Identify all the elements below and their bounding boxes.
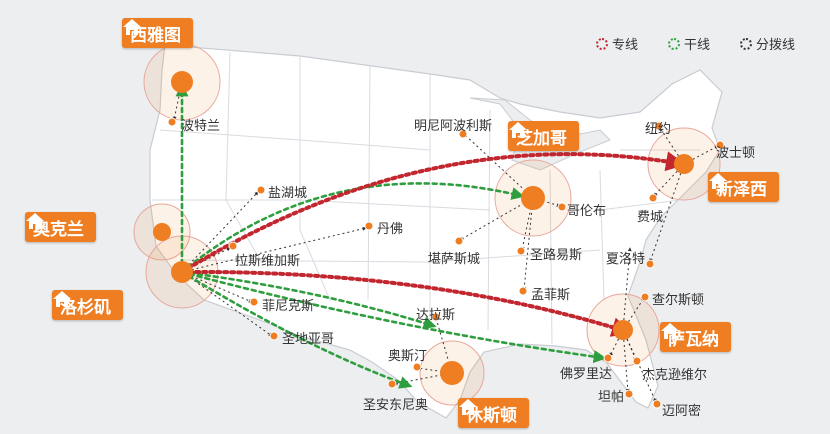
city-label-stlouis: 圣路易斯 bbox=[530, 248, 583, 263]
city-label-memphis: 孟菲斯 bbox=[531, 288, 571, 303]
hub-name: 洛杉矶 bbox=[60, 297, 111, 318]
columbus-dot bbox=[557, 202, 567, 212]
home-icon bbox=[123, 19, 141, 35]
city-label-minneapolis: 明尼阿波利斯 bbox=[414, 119, 493, 134]
hub-label-la: 洛杉矶 bbox=[52, 290, 123, 320]
legend-trunk-label: 干线 bbox=[684, 38, 711, 53]
jacksonville-dot bbox=[632, 356, 642, 366]
hub-label-oakland: 奥克兰 bbox=[25, 212, 96, 242]
florida-dot bbox=[603, 353, 613, 363]
seattle-dot bbox=[171, 71, 193, 93]
city-label-newyork: 纽约 bbox=[645, 122, 672, 137]
home-icon bbox=[459, 399, 477, 415]
hub-name: 休斯顿 bbox=[466, 405, 517, 426]
newjersey-dot bbox=[674, 154, 694, 174]
phoenix-dot bbox=[249, 297, 259, 307]
city-label-dallas: 达拉斯 bbox=[416, 308, 456, 323]
minneapolis-dot bbox=[458, 129, 468, 139]
hub-dots bbox=[153, 71, 694, 385]
sandiego-dot bbox=[269, 331, 279, 341]
hub-label-newjersey: 新泽西 bbox=[708, 172, 779, 202]
hub-label-chicago: 芝加哥 bbox=[508, 121, 579, 151]
home-icon bbox=[709, 173, 727, 189]
main-lines bbox=[180, 151, 686, 337]
oakland-dot bbox=[153, 223, 171, 241]
state-borders bbox=[152, 51, 700, 345]
home-icon bbox=[509, 122, 527, 138]
hub-name: 奥克兰 bbox=[33, 219, 84, 240]
boston-dot bbox=[715, 140, 725, 150]
hub-name: 萨瓦纳 bbox=[668, 329, 719, 350]
hub-name: 西雅图 bbox=[130, 25, 181, 46]
austin-dot bbox=[412, 362, 422, 372]
denver-dot bbox=[364, 221, 374, 231]
charlotte-dot bbox=[645, 259, 655, 269]
tampa-dot bbox=[624, 389, 634, 399]
trunk-lines bbox=[175, 83, 607, 389]
chicago-dot bbox=[521, 186, 545, 210]
legend-branch-label: 分拨线 bbox=[756, 38, 796, 53]
city-label-charlotte: 夏洛特 bbox=[606, 252, 646, 267]
saltlake-dot bbox=[256, 185, 266, 195]
city-label-florida: 佛罗里达 bbox=[560, 367, 613, 382]
hub-name: 新泽西 bbox=[716, 179, 767, 200]
city-label-philadelphia: 费城 bbox=[637, 210, 664, 225]
city-label-columbus: 哥伦布 bbox=[567, 204, 607, 219]
miami-dot bbox=[652, 399, 662, 409]
charleston-dot bbox=[640, 292, 650, 302]
city-label-denver: 丹佛 bbox=[377, 222, 404, 237]
legend-branch: 分拨线 bbox=[740, 34, 795, 53]
newyork-dot bbox=[654, 121, 664, 131]
legend-trunk-swatch bbox=[668, 37, 680, 50]
houston-dot bbox=[440, 361, 464, 385]
legend-trunk: 干线 bbox=[668, 34, 710, 53]
city-label-boston: 波士顿 bbox=[716, 146, 756, 161]
city-label-saltlake: 盐湖城 bbox=[268, 186, 308, 201]
philadelphia-dot bbox=[648, 193, 658, 203]
sanantonio-dot bbox=[387, 379, 397, 389]
city-label-sanantonio: 圣安东尼奥 bbox=[363, 398, 429, 413]
memphis-dot bbox=[518, 286, 528, 296]
city-label-lasvegas: 拉斯维加斯 bbox=[235, 254, 301, 269]
la-dot bbox=[171, 261, 193, 283]
hub-label-savannah: 萨瓦纳 bbox=[660, 322, 731, 352]
city-label-kansascity: 堪萨斯城 bbox=[428, 252, 481, 267]
legend-main: 专线 bbox=[596, 34, 638, 53]
city-label-sandiego: 圣地亚哥 bbox=[282, 332, 335, 347]
home-icon bbox=[53, 291, 71, 307]
home-icon bbox=[26, 213, 44, 229]
city-label-jacksonville: 杰克逊维尔 bbox=[642, 368, 708, 383]
hub-label-houston: 休斯顿 bbox=[458, 398, 529, 428]
hub-name: 芝加哥 bbox=[516, 128, 567, 149]
city-label-miami: 迈阿密 bbox=[662, 404, 702, 419]
city-label-tampa: 坦帕 bbox=[598, 390, 625, 405]
hub-label-seattle: 西雅图 bbox=[122, 18, 193, 48]
city-label-portland: 波特兰 bbox=[181, 119, 221, 134]
legend-main-label: 专线 bbox=[612, 38, 639, 53]
city-label-austin: 奥斯汀 bbox=[388, 349, 428, 364]
legend-branch-swatch bbox=[740, 37, 752, 50]
lasvegas-dot bbox=[228, 241, 238, 251]
kansascity-dot bbox=[454, 236, 464, 246]
legend-main-swatch bbox=[596, 37, 608, 50]
stlouis-dot bbox=[516, 246, 526, 256]
city-label-phoenix: 菲尼克斯 bbox=[262, 299, 315, 314]
portland-dot bbox=[167, 117, 177, 127]
city-label-charleston: 查尔斯顿 bbox=[652, 293, 705, 308]
dallas-dot bbox=[431, 312, 441, 322]
city-dots bbox=[167, 117, 725, 409]
savannah-dot bbox=[613, 320, 633, 340]
home-icon bbox=[661, 323, 679, 339]
